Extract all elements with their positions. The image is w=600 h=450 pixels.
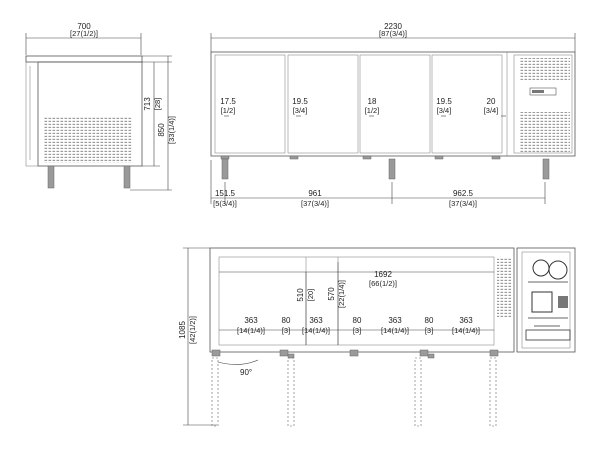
width-mm-5: 363 [388, 316, 402, 325]
width-in-1: [14(1/4)] [237, 326, 265, 335]
inner-depth2-in: [22(1/4)] [337, 280, 346, 308]
side-total-height-in: [33(1/4)] [167, 116, 176, 144]
inner-width-in: [66(1/2)] [369, 279, 397, 288]
side-body-height-in: [28] [153, 98, 162, 111]
side-depth-mm: 700 [77, 22, 91, 31]
width-in-7: [14(1/4)] [452, 326, 480, 335]
side-view: 700 [27(1/2)] 713 [28] 850 [33(1/4)] [25, 22, 176, 191]
front-width-mm: 2230 [384, 22, 402, 31]
handle-in-4: [3/4] [437, 106, 452, 115]
leg-spacing-mm-2: 961 [308, 189, 322, 198]
top-total-depth-mm: 1085 [178, 321, 187, 339]
width-mm-7: 363 [459, 316, 473, 325]
front-width-in: [87(3/4)] [379, 29, 407, 38]
leg-spacing-in-3: [37(3/4)] [449, 199, 477, 208]
handle-mm-4: 19.5 [436, 97, 452, 106]
door-angle: 90° [240, 368, 252, 377]
side-total-height-mm: 850 [157, 123, 166, 137]
side-depth-in: [27(1/2)] [70, 29, 98, 38]
handle-mm-2: 19.5 [292, 97, 308, 106]
leg-spacing-in-2: [37(3/4)] [301, 199, 329, 208]
top-view: 1085 [42(1/2)] 1692 [66(1/2)] 510 [20] 5… [178, 247, 576, 427]
leg-spacing-mm-1: 151.5 [215, 189, 236, 198]
leg-spacing-in-1: [5(3/4)] [213, 199, 237, 208]
width-in-4: [3] [353, 326, 361, 335]
width-mm-4: 80 [353, 316, 362, 325]
door-hinges [211, 349, 499, 359]
leg-spacing-mm-3: 962.5 [453, 189, 474, 198]
inner-depth-mm: 510 [296, 288, 305, 302]
front-view: 2230 [87(3/4)] 17.5 [1/2] 19.5 [3/4] 18 … [210, 22, 576, 208]
handle-in-5: [3/4] [484, 106, 499, 115]
width-mm-3: 363 [309, 316, 323, 325]
handle-in-2: [3/4] [293, 106, 308, 115]
open-doors [211, 357, 497, 427]
inner-depth-in: [20] [306, 289, 315, 302]
width-in-5: [14(1/4)] [381, 326, 409, 335]
width-mm-1: 363 [244, 316, 258, 325]
side-body-height-mm: 713 [143, 97, 152, 111]
top-vent [497, 258, 511, 318]
width-mm-6: 80 [425, 316, 434, 325]
width-mm-2: 80 [282, 316, 291, 325]
front-vent-bottom [520, 112, 570, 152]
inner-depth2-mm: 570 [327, 287, 336, 301]
side-vent-grille [44, 117, 132, 163]
handle-mm-5: 20 [487, 97, 496, 106]
width-in-3: [14(1/4)] [302, 326, 330, 335]
handle-in-3: [1/2] [365, 106, 380, 115]
handle-mm-3: 18 [368, 97, 377, 106]
handle-in-1: [1/2] [221, 106, 236, 115]
inner-width-mm: 1692 [374, 270, 392, 279]
top-total-depth-in: [42(1/2)] [188, 316, 197, 344]
width-in-2: [3] [282, 326, 290, 335]
handle-mm-1: 17.5 [220, 97, 236, 106]
width-in-6: [3] [425, 326, 433, 335]
front-vent-top [520, 58, 570, 80]
compressor-unit [525, 259, 571, 341]
